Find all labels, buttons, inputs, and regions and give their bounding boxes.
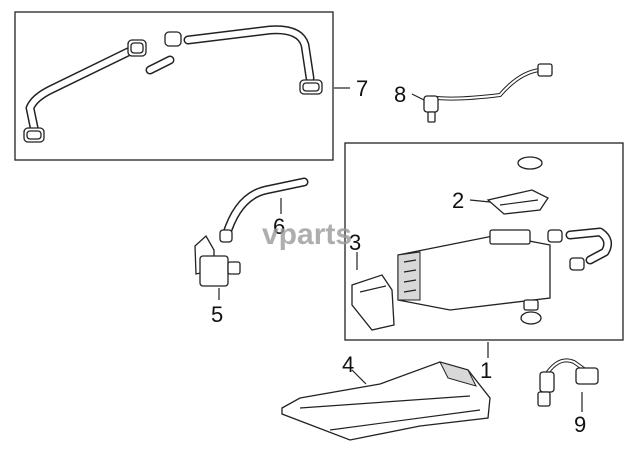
callout-6: 6 [273,214,285,239]
hose-kit-left-hose[interactable] [23,39,147,143]
callout-8: 8 [394,82,406,107]
vacuum-valve[interactable] [194,234,241,287]
canister-outlet-hose[interactable] [547,227,613,271]
watermark-logo: vparts [262,218,352,251]
hose-kit-right-hose[interactable] [164,25,323,95]
callout-4: 4 [342,352,354,377]
canister-assembly-frame [344,142,624,341]
callout-9: 9 [574,412,586,437]
callout-3: 3 [349,230,361,255]
hose-kit-connector[interactable] [145,55,175,75]
charcoal-canister[interactable] [397,229,551,311]
oxygen-sensor-downstream[interactable] [537,358,599,407]
leader-4 [351,369,367,385]
vapor-hose[interactable] [219,177,309,243]
oxygen-sensor-upstream[interactable] [423,63,553,123]
canister-bracket[interactable] [486,189,549,215]
mounting-bolt[interactable] [520,299,542,325]
leader-2 [469,199,491,203]
hose-kit-frame [14,11,334,161]
callout-5: 5 [211,302,223,327]
leader-8 [411,93,425,101]
canister-mount-bracket[interactable] [351,274,395,331]
grommet[interactable] [517,156,543,170]
callout-7: 7 [356,76,368,101]
canister-protector-plate[interactable] [281,361,491,441]
callout-2: 2 [452,188,464,213]
callout-1: 1 [480,358,492,383]
